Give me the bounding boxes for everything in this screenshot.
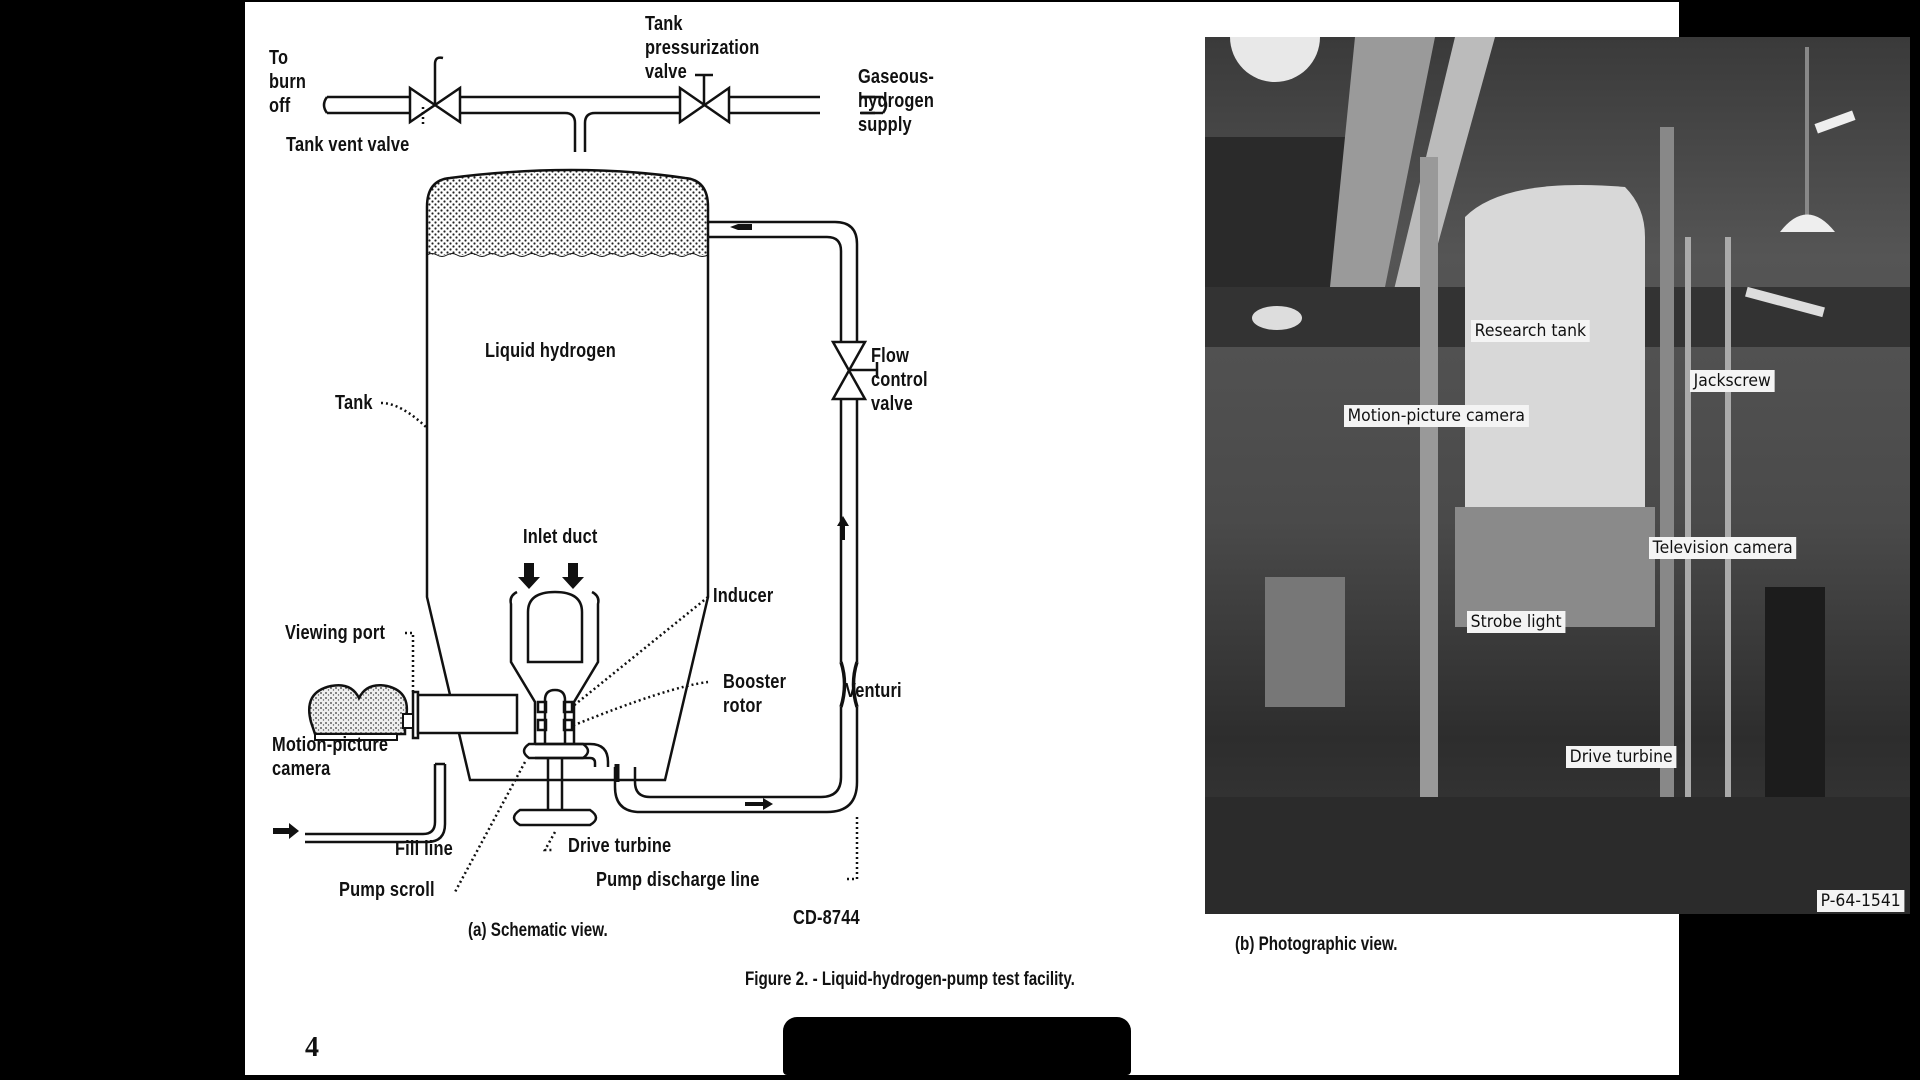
facility-photograph: Research tank Jackscrew Motion-picture c… — [1205, 37, 1910, 914]
label-pump-discharge-line: Pump discharge line — [596, 869, 760, 891]
label-venturi: Venturi — [845, 680, 902, 702]
tank-outline — [425, 168, 710, 782]
photo-label-strobe-light: Strobe light — [1467, 611, 1566, 633]
inlet-arrows — [518, 563, 584, 589]
motion-picture-camera-drawing — [308, 684, 409, 736]
label-tank: Tank — [335, 392, 373, 414]
label-booster-rotor: Booster rotor — [723, 671, 787, 717]
redaction-block — [783, 1017, 1131, 1075]
tank-pressurization-valve-symbol — [678, 73, 731, 125]
label-gaseous-hydrogen-supply: Gaseous- hydrogen supply — [858, 66, 935, 136]
label-viewing-port: Viewing port — [285, 622, 386, 644]
photo-label-research-tank: Research tank — [1471, 320, 1590, 342]
schematic-drawing-id: CD-8744 — [793, 907, 860, 929]
figure-title: Figure 2. - Liquid-hydrogen-pump test fa… — [745, 969, 1075, 990]
label-motion-picture-camera: Motion-picture camera — [272, 734, 389, 780]
label-tank-vent-valve: Tank vent valve — [286, 134, 410, 156]
leader-lines — [380, 107, 859, 893]
tank-ullage — [427, 170, 708, 255]
document-page: To burn off Tank pressurization valve Ga… — [245, 2, 1910, 1075]
page-number: 4 — [305, 1032, 319, 1063]
label-flow-control-valve: Flow control valve — [871, 345, 928, 415]
label-inducer: Inducer — [713, 585, 774, 607]
flow-control-valve-symbol — [830, 340, 879, 401]
label-fill-line: Fill line — [395, 838, 453, 860]
tank-vent-valve-symbol — [408, 56, 462, 125]
label-drive-turbine: Drive turbine — [568, 835, 672, 857]
photo-id: P-64-1541 — [1817, 890, 1905, 912]
label-liquid-hydrogen: Liquid hydrogen — [485, 340, 616, 362]
supply-pipe — [860, 95, 883, 115]
pump-assembly — [509, 590, 610, 827]
photo-scene — [1205, 37, 1910, 914]
photo-label-television-camera: Television camera — [1649, 537, 1797, 559]
label-inlet-duct: Inlet duct — [523, 526, 598, 548]
schematic-caption: (a) Schematic view. — [468, 920, 608, 941]
fill-line — [305, 762, 447, 844]
photo-label-motion-picture-camera: Motion-picture camera — [1344, 405, 1529, 427]
label-tank-pressurization-valve: Tank pressurization valve — [645, 13, 760, 83]
photo-caption: (b) Photographic view. — [1235, 934, 1398, 955]
label-pump-scroll: Pump scroll — [339, 879, 435, 901]
photo-label-jackscrew: Jackscrew — [1690, 370, 1775, 392]
schematic-diagram — [273, 56, 888, 893]
photo-label-drive-turbine: Drive turbine — [1566, 746, 1677, 768]
viewing-port — [411, 690, 519, 740]
label-to-burn-off: To burn off — [269, 47, 307, 117]
vent-pipe — [327, 95, 410, 115]
